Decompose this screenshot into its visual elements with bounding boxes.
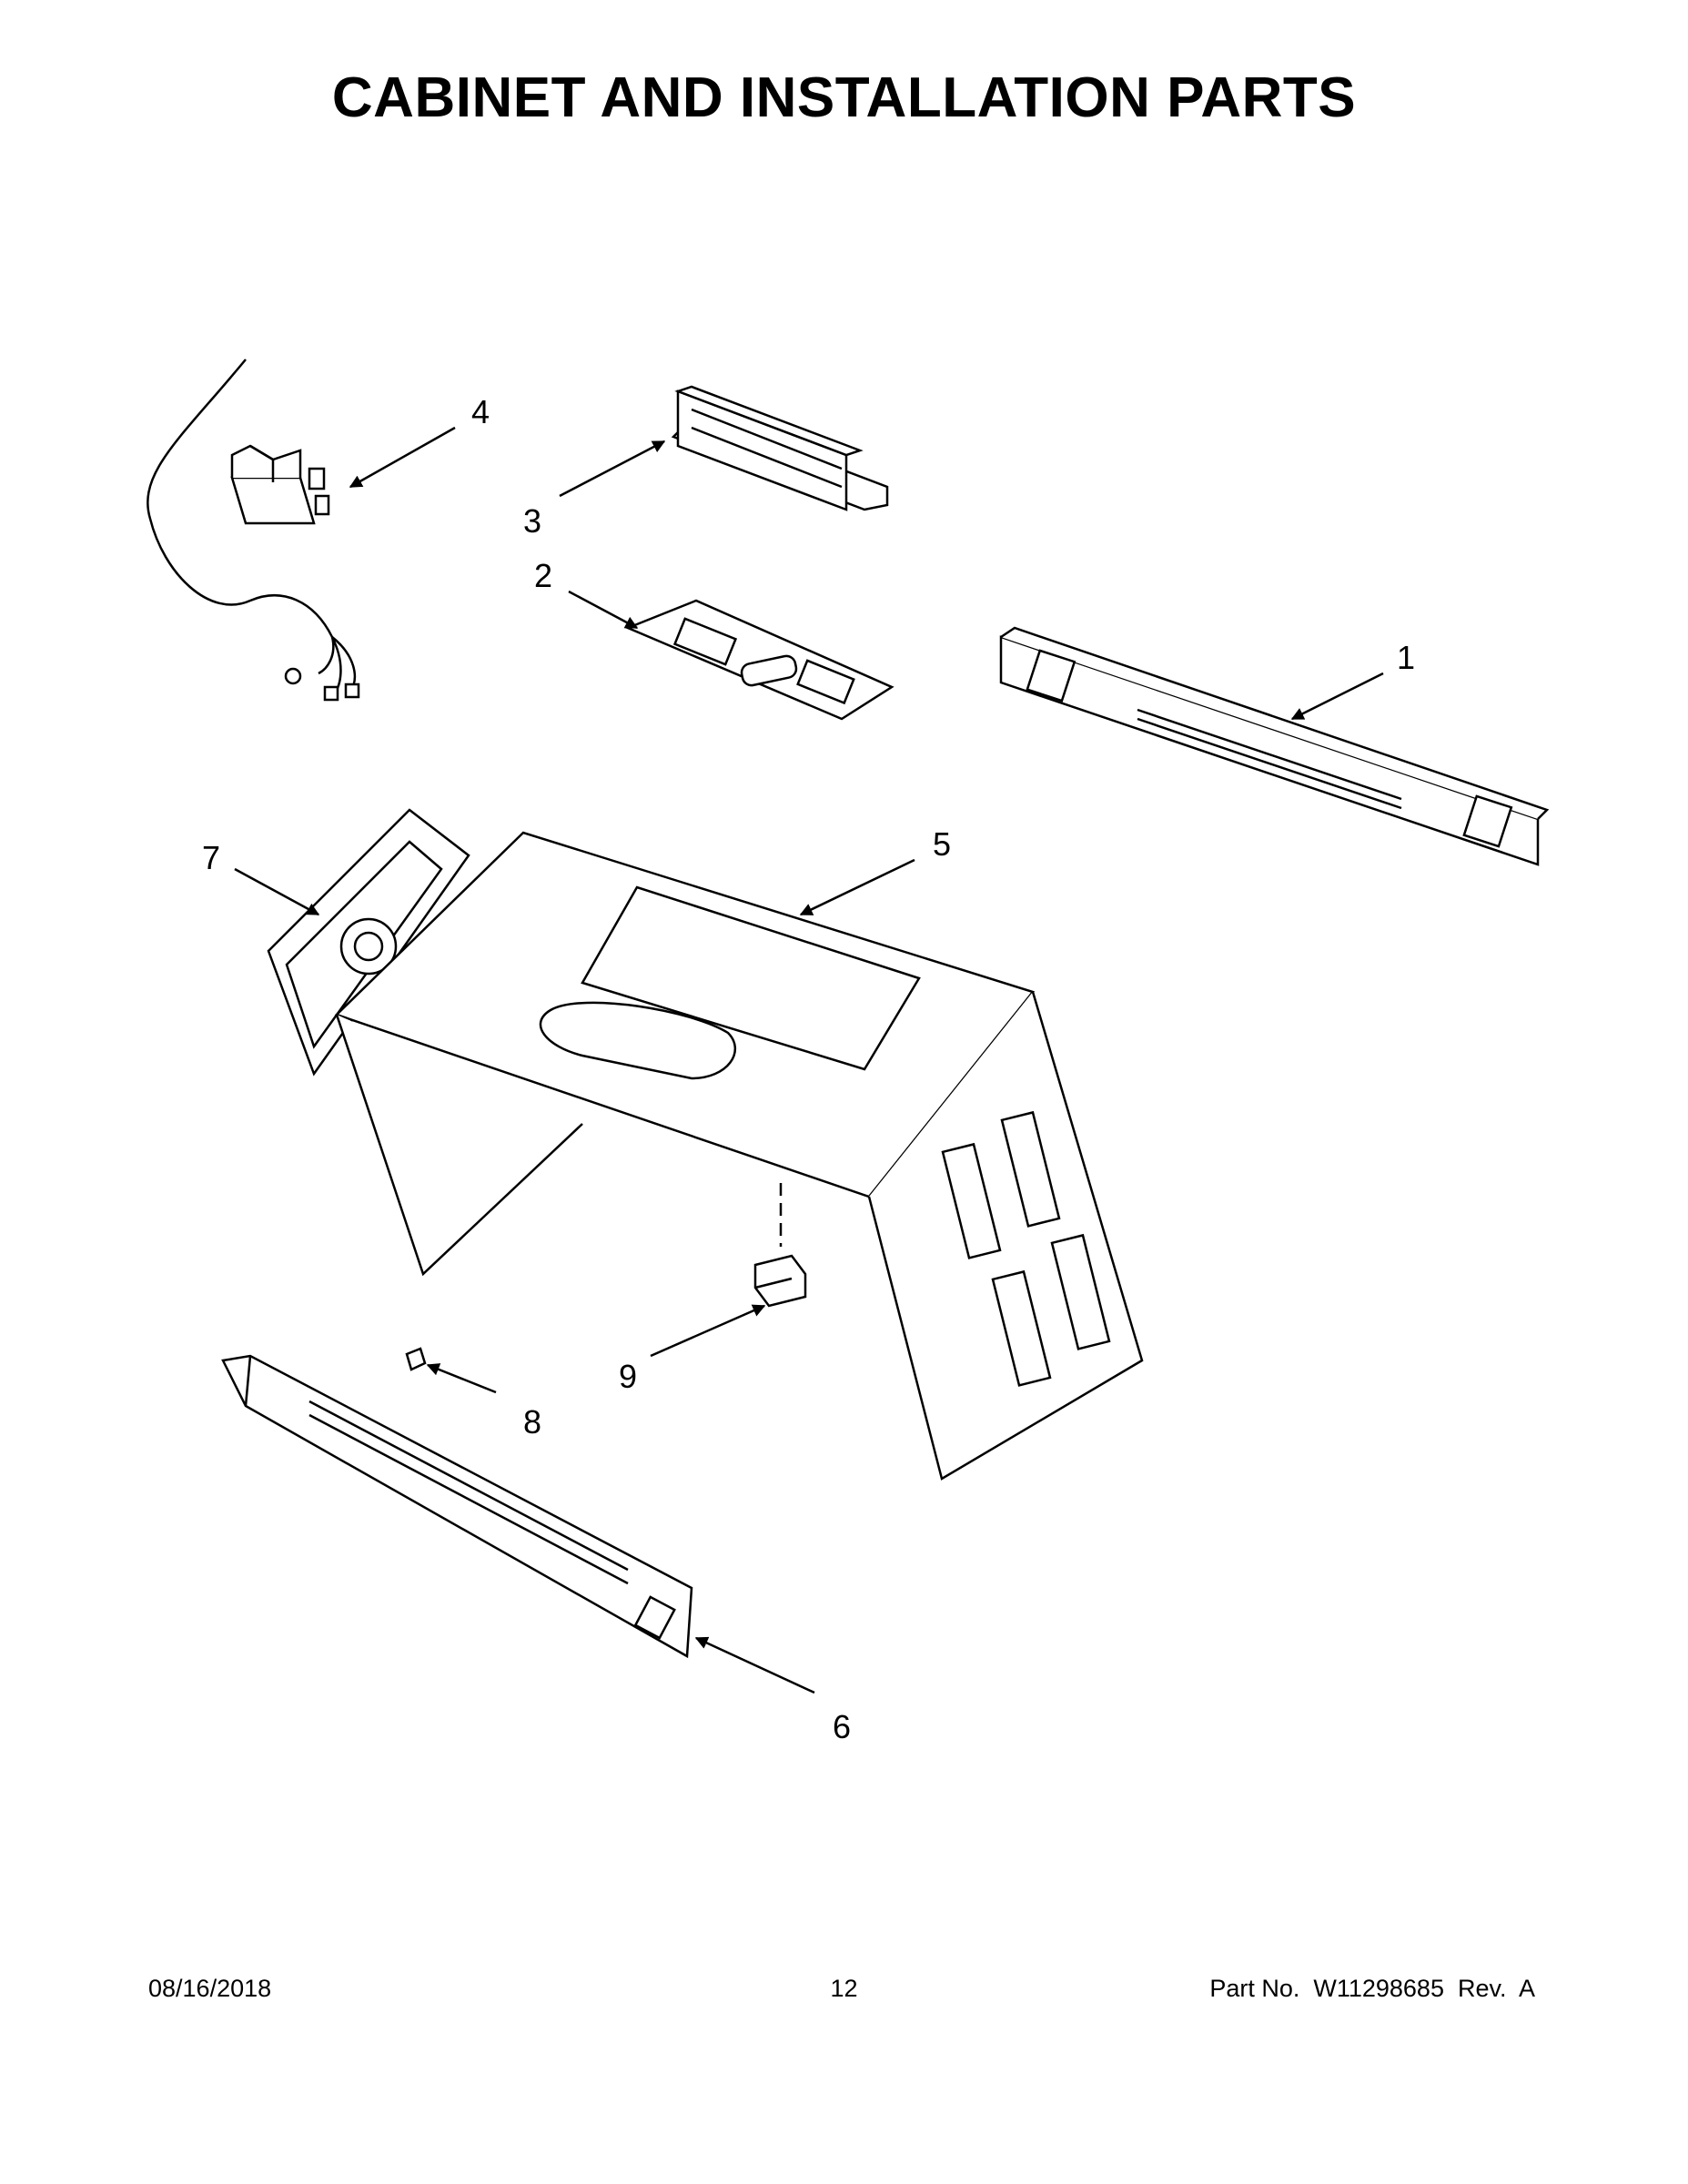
part-control-bracket xyxy=(624,599,895,721)
callout-8: 8 xyxy=(523,1403,541,1441)
page-title: CABINET AND INSTALLATION PARTS xyxy=(331,66,1357,129)
callout-7: 7 xyxy=(202,839,220,876)
part-front-grille xyxy=(221,1354,693,1659)
leader-4 xyxy=(349,426,456,489)
part-clip xyxy=(405,1347,427,1371)
leader-2 xyxy=(568,590,639,630)
callout-5: 5 xyxy=(933,825,951,863)
part-power-cord xyxy=(147,359,360,702)
part-side-duct xyxy=(267,808,470,1077)
part-mounting-rail xyxy=(999,626,1550,866)
part-cabinet-wrapper xyxy=(334,831,1144,1481)
leader-5 xyxy=(799,858,915,916)
callout-4: 4 xyxy=(471,393,490,430)
leader-7 xyxy=(234,867,320,916)
callout-6: 6 xyxy=(833,1708,851,1745)
callout-numbers: 1 2 3 4 5 6 7 8 9 xyxy=(202,393,1415,1745)
part-vent-grille xyxy=(671,385,889,511)
callout-2: 2 xyxy=(534,557,552,594)
leader-3 xyxy=(559,440,666,498)
callout-1: 1 xyxy=(1397,639,1415,676)
leader-9 xyxy=(650,1304,766,1358)
footer-part-number: Part No. W11298685 Rev. A xyxy=(1209,1975,1535,2002)
callout-3: 3 xyxy=(523,502,541,540)
leader-6 xyxy=(694,1636,815,1694)
leader-8 xyxy=(426,1363,497,1394)
callout-9: 9 xyxy=(619,1358,637,1395)
callout-leaders xyxy=(234,426,1384,1694)
part-switch xyxy=(753,1183,807,1308)
footer-date: 08/16/2018 xyxy=(148,1975,272,2002)
leader-1 xyxy=(1290,672,1384,721)
footer-page-number: 12 xyxy=(830,1975,858,2002)
